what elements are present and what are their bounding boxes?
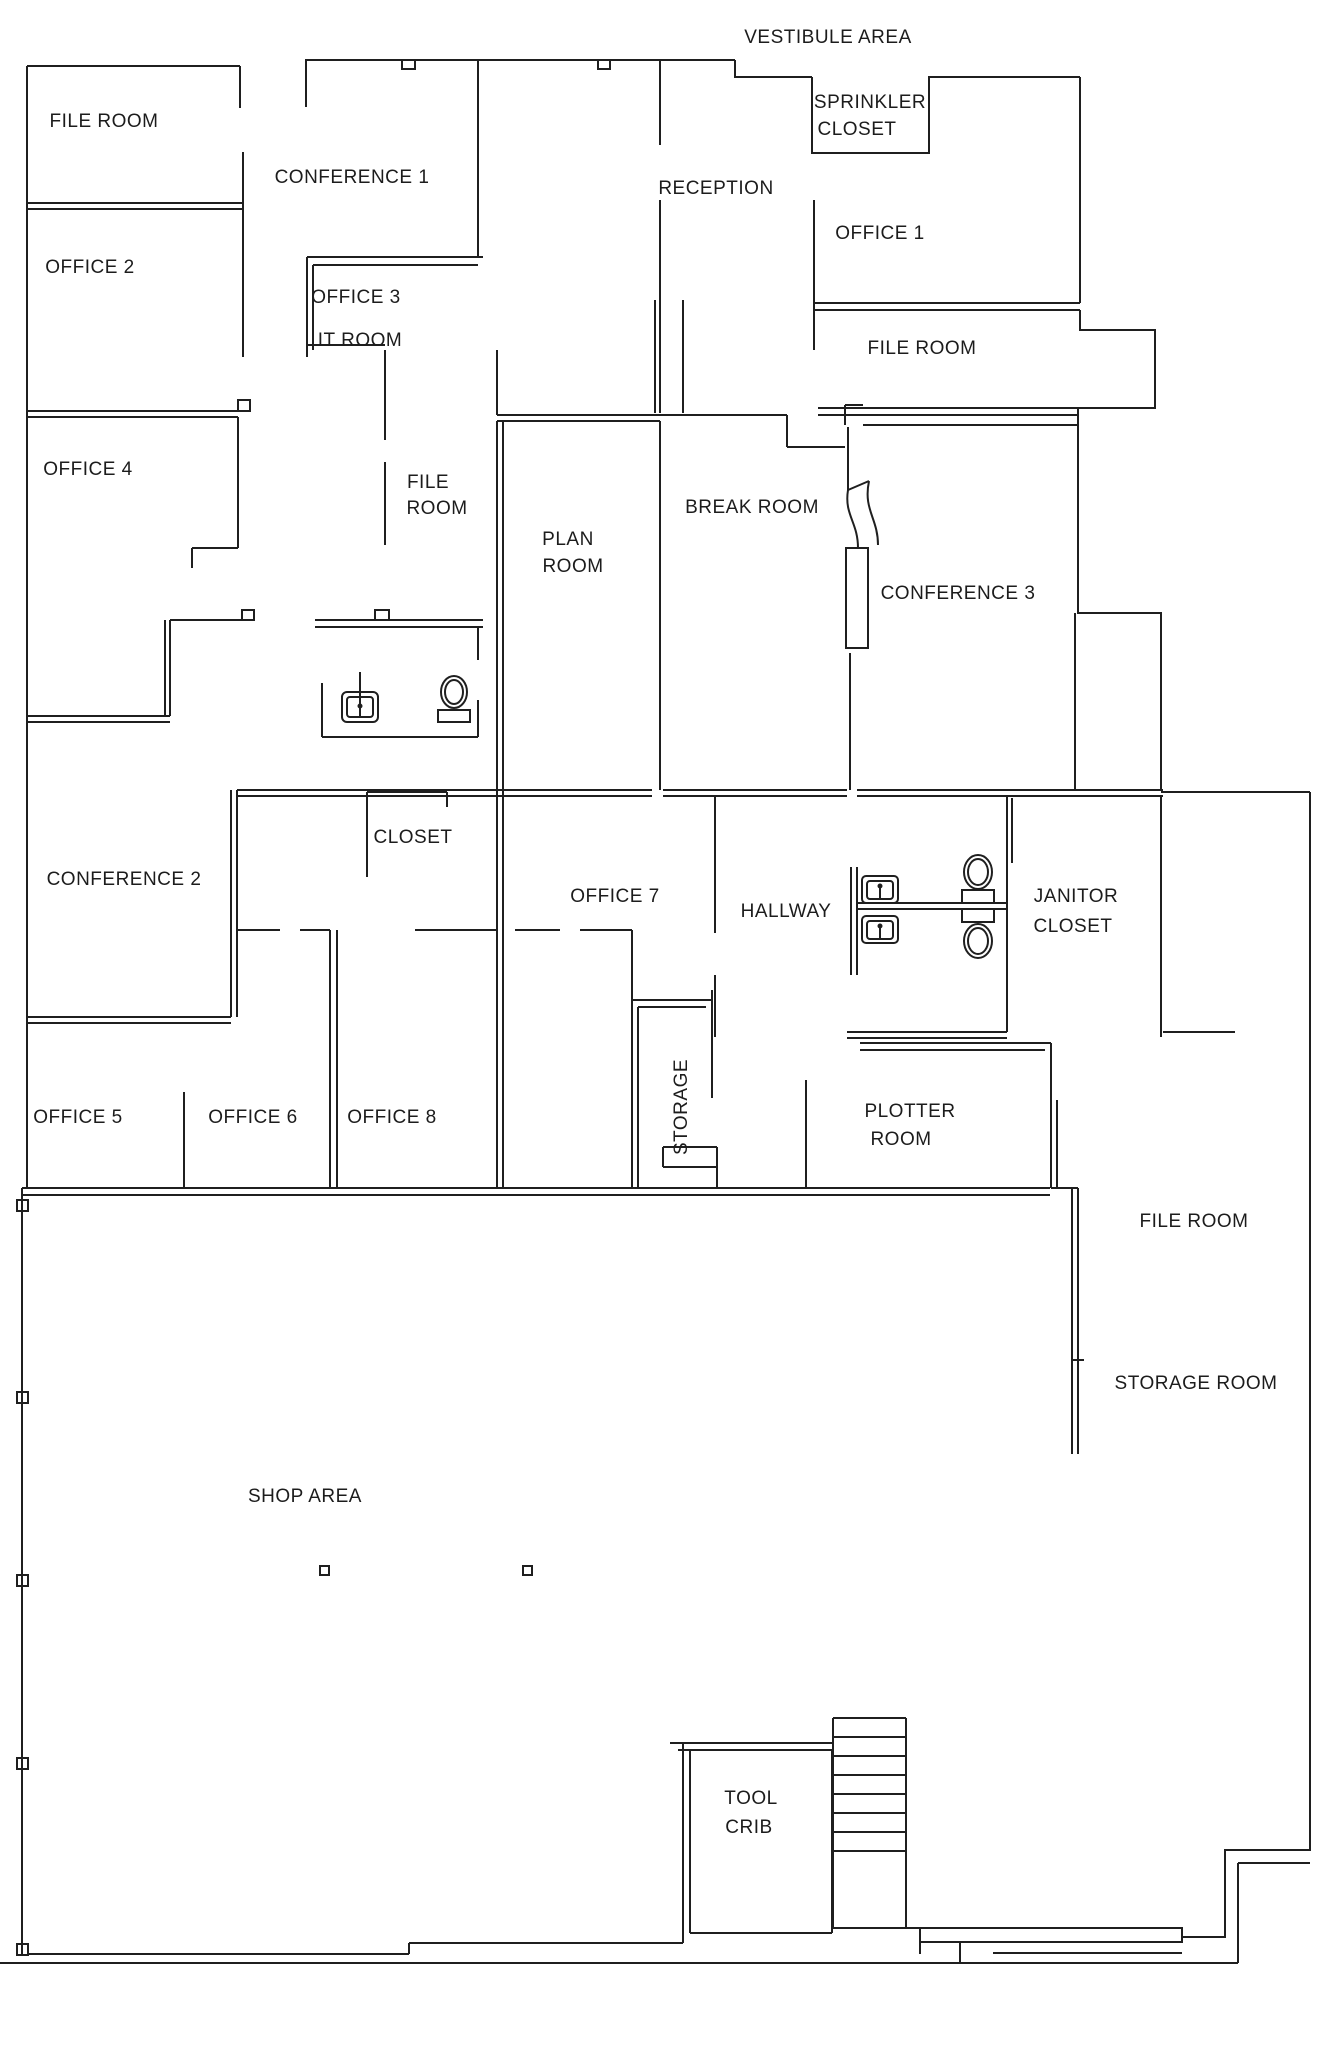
- toilet-bowl-inner: [967, 858, 989, 886]
- door-tab: [237, 399, 251, 412]
- walls: [0, 59, 1311, 1964]
- wall-offices-row: [22, 929, 1050, 1196]
- room-label-office-4: OFFICE 4: [43, 459, 133, 480]
- sink: [861, 875, 899, 904]
- wall-bottom: [0, 1862, 1310, 1964]
- wall-office3-box: [306, 60, 498, 545]
- wall-right-upper: [813, 200, 1311, 1954]
- room-label-office-3: OFFICE 3: [311, 287, 401, 308]
- room-label-break-room: BREAK ROOM: [685, 497, 819, 518]
- room-label-office-7: OFFICE 7: [570, 886, 660, 907]
- column-markers: [16, 1199, 533, 1956]
- toilet-bowl: [963, 854, 993, 890]
- room-label-closet: CLOSET: [373, 827, 453, 848]
- curved-wall: [866, 480, 879, 546]
- toilet-bowl: [440, 675, 468, 709]
- room-label-file-room-bottom-right: FILE ROOM: [1139, 1211, 1249, 1232]
- restroom-fixtures: [861, 854, 995, 959]
- toilet-tank: [961, 908, 995, 923]
- wall-storage: [631, 990, 718, 1188]
- room-label-office-2: OFFICE 2: [45, 257, 135, 278]
- room-label-janitor-closet-line2: CLOSET: [1033, 916, 1113, 937]
- room-label-office-5: OFFICE 5: [33, 1107, 123, 1128]
- room-label-shop-area: SHOP AREA: [248, 1486, 362, 1507]
- door-tab: [241, 609, 255, 621]
- curved-wall: [846, 489, 859, 549]
- room-label-file-room-right: FILE ROOM: [867, 338, 977, 359]
- curved-wall-cap: [847, 480, 870, 491]
- room-label-plan-room-line1: PLAN: [542, 529, 594, 550]
- wall-office7: [714, 796, 1008, 1039]
- room-label-conference-2: CONFERENCE 2: [46, 869, 202, 890]
- room-label-tool-crib-line1: TOOL: [724, 1788, 778, 1809]
- wall-reception: [497, 60, 845, 448]
- room-label-janitor-closet-line1: JANITOR: [1033, 886, 1119, 907]
- room-label-office-6: OFFICE 6: [208, 1107, 298, 1128]
- room-label-plotter-room-line1: PLOTTER: [864, 1101, 956, 1122]
- wall-closet: [366, 791, 448, 877]
- door-tab: [374, 609, 390, 621]
- room-label-storage: STORAGE: [671, 1058, 692, 1156]
- dock-door-leaf: [919, 1927, 1183, 1943]
- room-label-file-room-mid-line1: FILE: [406, 472, 450, 493]
- wall-plan-spine: [496, 421, 661, 1188]
- wall-outline-top-left: [21, 59, 1081, 1954]
- sink-drain: [357, 703, 363, 709]
- wall-conference2: [27, 619, 242, 1024]
- room-label-file-room-mid-line2: ROOM: [406, 498, 468, 519]
- toilet-bowl-inner: [967, 927, 989, 955]
- wall-dividers-left: [27, 202, 243, 568]
- room-label-conference-1: CONFERENCE 1: [274, 167, 430, 188]
- room-label-tool-crib-line2: CRIB: [725, 1817, 773, 1838]
- door-tab: [401, 59, 416, 70]
- room-label-hallway: HALLWAY: [740, 901, 832, 922]
- wall-restrooms: [850, 867, 1007, 975]
- room-label-conference-3: CONFERENCE 3: [880, 583, 1036, 604]
- room-label-plotter-room-line2: ROOM: [870, 1129, 932, 1150]
- room-label-plan-room-line2: ROOM: [542, 556, 604, 577]
- room-label-office-1: OFFICE 1: [835, 223, 925, 244]
- door-leaf: [845, 547, 869, 649]
- wall-bath: [315, 619, 483, 738]
- wall-conference3: [844, 404, 1077, 790]
- stairs: [832, 1717, 907, 1929]
- room-label-office-8: OFFICE 8: [347, 1107, 437, 1128]
- toilet-bowl: [963, 923, 993, 959]
- room-label-vestibule-area: VESTIBULE AREA: [744, 27, 912, 48]
- sink: [861, 915, 899, 944]
- room-label-reception: RECEPTION: [658, 178, 774, 199]
- toilet-tank: [437, 709, 471, 723]
- wall-plotter: [805, 1042, 1058, 1188]
- wall-janitor: [1011, 798, 1235, 1033]
- room-label-sprinkler-closet-line1: SPRINKLER: [813, 92, 927, 113]
- wall-se-block: [1051, 1187, 1084, 1454]
- door-tab: [597, 59, 611, 70]
- wall-corridor-top: [237, 789, 1163, 797]
- room-label-it-room: IT ROOM: [317, 330, 403, 351]
- curved-entry: [845, 480, 879, 649]
- room-label-sprinkler-closet-line2: CLOSET: [817, 119, 897, 140]
- bath-fixtures: [341, 672, 471, 723]
- room-label-storage-room: STORAGE ROOM: [1114, 1373, 1278, 1394]
- toilet-bowl-inner: [444, 679, 464, 705]
- room-label-file-room-top-left: FILE ROOM: [49, 111, 159, 132]
